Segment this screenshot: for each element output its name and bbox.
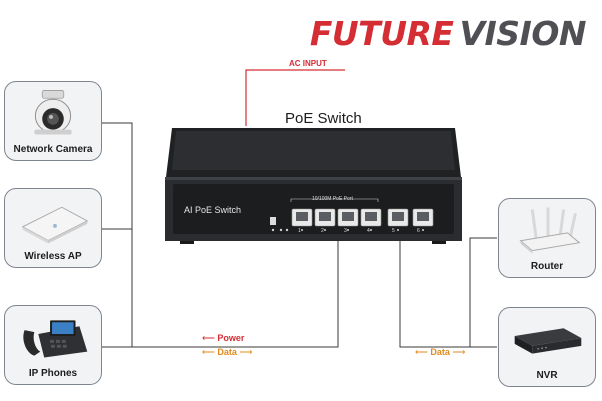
- port-number-5: 5: [392, 228, 395, 234]
- ip-phone-icon: [23, 320, 88, 358]
- port-number-3: 3: [344, 228, 347, 234]
- left-arrow-icon: ⟵: [202, 333, 215, 343]
- nvr-label: NVR: [536, 370, 558, 381]
- power-flow-label: Power: [217, 333, 245, 343]
- device-card-router: Router: [498, 198, 596, 278]
- data-flow-left-annotation: ⟵ Data ⟶: [202, 347, 252, 358]
- device-card-network-camera: Network Camera: [4, 81, 102, 161]
- power-flow-annotation: ⟵ Power: [202, 333, 244, 344]
- port-group-label: 10/100M PoE Port: [312, 196, 353, 202]
- nvr-icon: [514, 328, 582, 354]
- data-flow-right-label: Data: [430, 347, 450, 357]
- access-point-icon: [21, 206, 89, 244]
- dome-camera-icon: [34, 90, 72, 135]
- network-camera-label: Network Camera: [13, 144, 93, 155]
- port-number-4: 4: [367, 228, 370, 234]
- port-number-6: 6: [417, 228, 420, 234]
- data-flow-left-label: Data: [217, 347, 237, 357]
- data-flow-right-annotation: ⟵ Data ⟶: [415, 347, 465, 358]
- device-card-nvr: NVR: [498, 307, 596, 387]
- device-card-wireless-ap: Wireless AP: [4, 188, 102, 268]
- router-icon: [519, 207, 581, 254]
- ip-phones-label: IP Phones: [28, 368, 78, 379]
- left-arrow-icon: ⟵: [202, 347, 215, 357]
- device-card-ip-phones: IP Phones: [4, 305, 102, 385]
- switch-front-label: AI PoE Switch: [184, 205, 242, 215]
- right-arrow-icon: ⟶: [239, 347, 253, 357]
- wireless-ap-label: Wireless AP: [24, 251, 82, 262]
- right-arrow-icon: ⟶: [452, 347, 466, 357]
- ac-input-label: AC INPUT: [289, 59, 327, 68]
- port-number-1: 1: [298, 228, 301, 234]
- port-number-2: 2: [321, 228, 324, 234]
- router-label: Router: [530, 261, 564, 272]
- switch-title: PoE Switch: [285, 110, 362, 127]
- left-arrow-icon: ⟵: [415, 347, 428, 357]
